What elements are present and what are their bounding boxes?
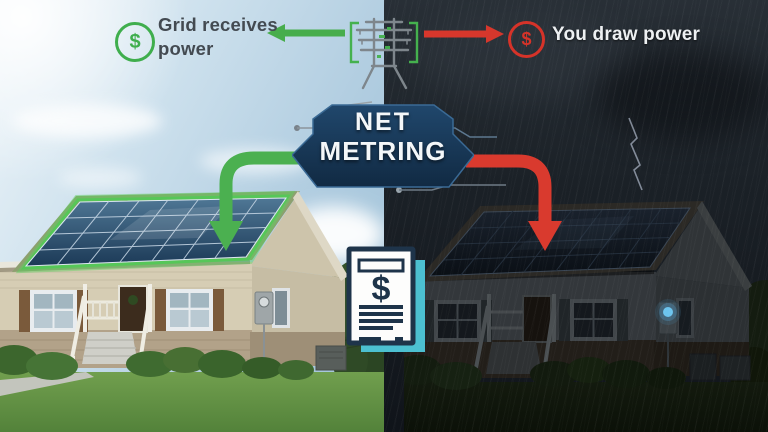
bushes [404,355,686,390]
gable-wall [250,194,345,278]
ac-unit [315,345,347,371]
house-night [404,201,768,432]
cloud [58,168,142,188]
label-line: Grid receives [158,14,278,35]
bushes [0,345,314,380]
cloud [12,104,162,138]
lightning-icon [628,117,643,191]
lawn-dark [404,382,768,432]
siding-lines [0,271,252,289]
gable-wall [654,204,749,288]
utility-meter [254,291,274,366]
side-window [272,288,290,328]
grid-import-arrow [424,25,504,43]
bill-header [357,258,405,273]
gable-fascia [697,201,752,291]
power-pylon-icon [355,17,413,90]
grid-receives-power-label: Grid receives power [158,13,278,61]
export-flow-arrow [209,151,300,251]
gable-fascia [293,191,348,281]
badge-title-line1: NET [355,108,411,136]
title-badge: NET METRING [292,103,474,189]
grid-export-arrow [267,24,345,42]
badge-shape [292,104,474,188]
dollar-symbol: $ [129,30,141,53]
bill-text-lines [359,305,403,341]
solar-glow-edge [20,194,291,270]
dollar-circle-icon-green: $ [115,22,155,62]
digital-glitch-marks [377,27,391,58]
window-left [19,290,88,332]
panel-sheen [110,206,230,240]
front-door [118,285,148,333]
dollar-symbol: $ [521,29,532,49]
label-line: power [158,38,214,59]
front-steps [474,305,556,374]
badge-title-line2: METRING [319,136,447,166]
window-right [155,289,224,331]
utility-meter-glowing [655,299,681,376]
rain-overlay [384,0,768,432]
window-right [559,299,628,341]
dollar-circle-icon-red: $ [508,21,545,58]
side-window [676,298,694,338]
door-wreath [128,295,138,305]
panel-grid [443,208,681,276]
walkway [0,372,94,396]
you-draw-power-label: You draw power [552,24,701,45]
import-flow-arrow [466,154,562,251]
ac-units [689,353,751,381]
storm-cloud [594,50,768,140]
bill-dollar-sign: $ [372,270,391,308]
focus-brackets-icon [349,21,419,64]
electric-bill-icon: $ [345,246,431,356]
